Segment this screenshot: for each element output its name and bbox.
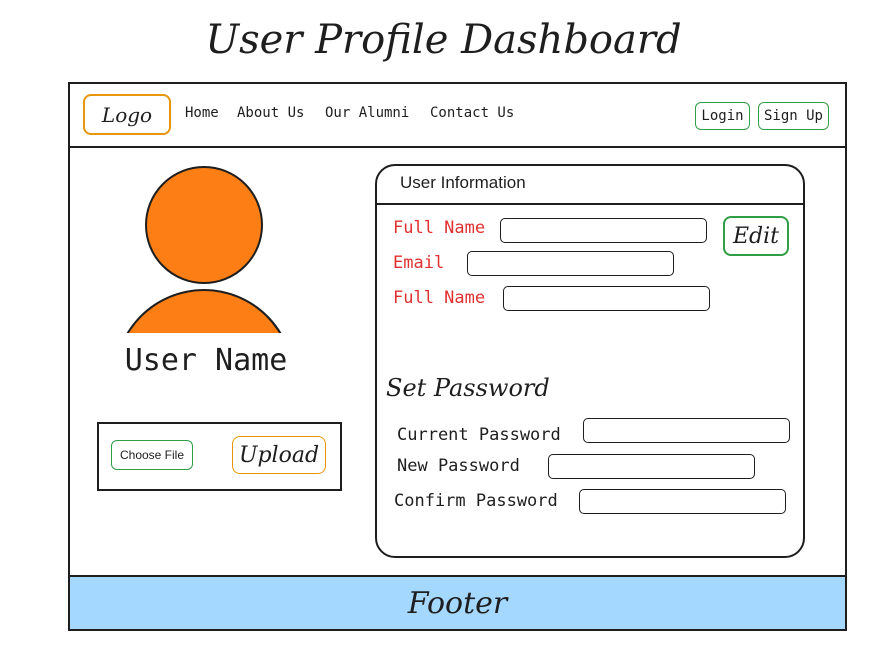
avatar-body (114, 289, 294, 333)
edit-button[interactable]: Edit (723, 216, 789, 256)
full-name-input-2[interactable] (503, 286, 710, 311)
full-name-label-2: Full Name (393, 288, 486, 308)
nav-link-home[interactable]: Home (185, 105, 219, 121)
full-name-label: Full Name (393, 218, 486, 238)
new-password-input[interactable] (548, 454, 755, 479)
confirm-password-label: Confirm Password (394, 491, 558, 511)
user-info-panel (375, 164, 805, 558)
logo[interactable]: Logo (83, 94, 171, 135)
username: User Name (124, 343, 288, 378)
full-name-input[interactable] (500, 218, 707, 243)
page-title: User Profile Dashboard (205, 17, 682, 63)
nav-link-about-us[interactable]: About Us (237, 105, 305, 121)
set-password-heading: Set Password (386, 374, 550, 402)
user-info-title: User Information (400, 173, 526, 192)
current-password-input[interactable] (583, 418, 790, 443)
panel-divider (376, 203, 804, 205)
login-button[interactable]: Login (695, 102, 750, 130)
email-input[interactable] (467, 251, 674, 276)
nav-link-contact-us[interactable]: Contact Us (430, 105, 515, 121)
email-label: Email (393, 253, 445, 273)
upload-box (97, 422, 342, 491)
footer: Footer (68, 575, 847, 631)
nav-link-our-alumni[interactable]: Our Alumni (325, 105, 410, 121)
signup-button[interactable]: Sign Up (758, 102, 829, 130)
new-password-label: New Password (397, 456, 520, 476)
choose-file-button[interactable]: Choose File (111, 440, 193, 470)
avatar-head (145, 166, 263, 284)
upload-button[interactable]: Upload (232, 436, 326, 474)
header-divider (68, 146, 847, 148)
confirm-password-input[interactable] (579, 489, 786, 514)
current-password-label: Current Password (397, 425, 561, 445)
